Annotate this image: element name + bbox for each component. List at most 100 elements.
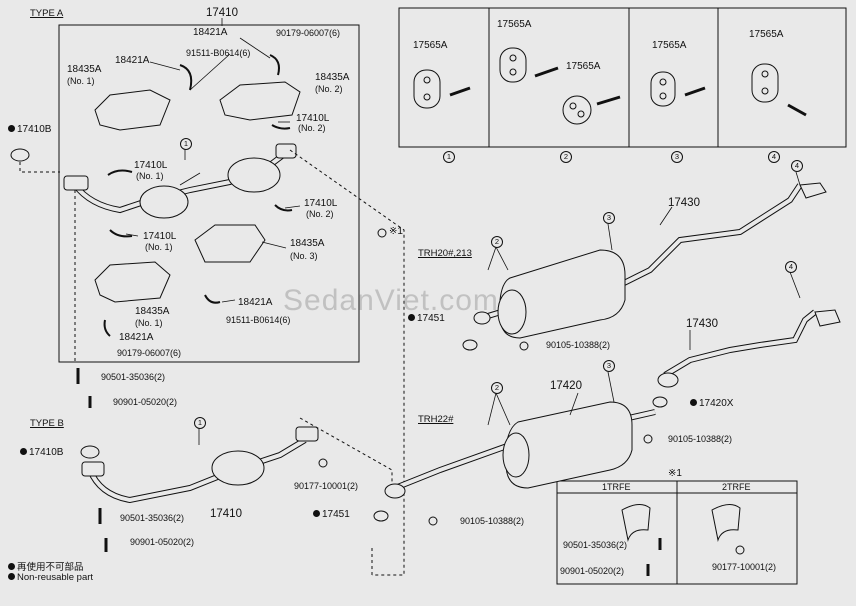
part-91511-b0614: 91511-B0614(6)	[186, 48, 251, 58]
part-17410b-text: 17410B	[17, 124, 52, 135]
part-17410b: 17410B	[20, 447, 63, 458]
trh20-label: TRH20#,213	[418, 248, 472, 259]
part-17430: 17430	[686, 318, 718, 330]
non-reusable-dot-icon	[408, 314, 415, 321]
part-17410b: 17410B	[8, 124, 51, 135]
hanger-rubber-1	[413, 69, 471, 109]
part-17410l-no1-sub: (No. 1)	[136, 171, 164, 181]
callout-2: 2	[491, 236, 503, 248]
trfe-2-label: 2TRFE	[722, 482, 751, 492]
part-17420: 17420	[550, 380, 582, 392]
non-reusable-dot-icon	[8, 573, 15, 580]
part-90501-35036: 90501-35036(2)	[563, 540, 628, 550]
hanger-rubber-2a	[499, 47, 559, 83]
hanger-grid-frame	[398, 7, 847, 148]
callout-3: 3	[603, 360, 615, 372]
part-17451-text: 17451	[322, 509, 350, 520]
part-18435a-no1-sub: (No. 1)	[135, 318, 163, 328]
part-17410l-no1-sub: (No. 1)	[145, 242, 173, 252]
main-muffler-trh20	[499, 249, 626, 339]
callout-3: 3	[603, 212, 615, 224]
part-18435a-no1-sub: (No. 1)	[67, 76, 95, 86]
part-17451-text: 17451	[417, 313, 445, 324]
part-17420x: 17420X	[690, 398, 733, 409]
non-reusable-dot-icon	[8, 563, 15, 570]
catalytic-converter-type-b	[211, 450, 265, 486]
heat-shield-no2-top	[219, 81, 301, 121]
note-x1: ※1	[668, 468, 682, 479]
callout-2: 2	[491, 382, 503, 394]
non-reusable-dot-icon	[20, 448, 27, 455]
part-17410l-no1: 17410L	[143, 231, 177, 242]
part-90105-10388: 90105-10388(2)	[668, 434, 733, 444]
part-17451: 17451	[313, 509, 350, 520]
part-17410-type-a: 17410	[206, 7, 238, 19]
callout-4: 4	[768, 151, 780, 163]
part-17451: 17451	[408, 313, 445, 324]
note-x1: ※1	[389, 226, 403, 237]
catalytic-converter-1	[139, 185, 189, 219]
part-18435a-no3-sub: (No. 3)	[290, 251, 318, 261]
part-18435a-no3: 18435A	[290, 238, 325, 249]
part-18435a-no1: 18435A	[67, 64, 102, 75]
part-18421a: 18421A	[119, 332, 154, 343]
part-17420x-text: 17420X	[699, 398, 734, 409]
legend-jp: 再使用不可部品	[8, 559, 84, 573]
trh22-label: TRH22#	[418, 414, 454, 425]
part-91511-b0614: 91511-B0614(6)	[226, 315, 291, 325]
part-18435a-no1: 18435A	[135, 306, 170, 317]
part-17565a: 17565A	[652, 40, 687, 51]
non-reusable-dot-icon	[313, 510, 320, 517]
part-90501-35036: 90501-35036(2)	[120, 513, 185, 523]
part-90179-06007: 90179-06007(6)	[276, 28, 341, 38]
part-18421a: 18421A	[193, 27, 228, 38]
part-90901-05020: 90901-05020(2)	[113, 397, 178, 407]
part-90901-05020: 90901-05020(2)	[560, 566, 625, 576]
part-90901-05020: 90901-05020(2)	[130, 537, 195, 547]
part-17565a: 17565A	[749, 29, 784, 40]
callout-4: 4	[791, 160, 803, 172]
heat-shield-no1-bottom	[94, 261, 171, 303]
type-b-label: TYPE B	[30, 418, 64, 429]
part-17410l-no2-sub: (No. 2)	[306, 209, 334, 219]
part-17410l-no2: 17410L	[296, 113, 330, 124]
hanger-rubber-4	[751, 63, 807, 117]
watermark: SedanViet.com	[283, 284, 499, 317]
heat-shield-no1-top	[94, 89, 171, 131]
hanger-rubber-3	[650, 71, 706, 107]
legend-en: Non-reusable part	[8, 572, 93, 583]
part-17565a: 17565A	[566, 61, 601, 72]
part-17410b-text: 17410B	[29, 447, 64, 458]
part-90177-10001: 90177-10001(2)	[294, 481, 359, 491]
part-18435a-no2: 18435A	[315, 72, 350, 83]
part-90177-10001: 90177-10001(2)	[712, 562, 777, 572]
part-90501-35036: 90501-35036(2)	[101, 372, 166, 382]
legend-jp-text: 再使用不可部品	[17, 562, 84, 573]
part-18421a: 18421A	[238, 297, 273, 308]
part-17430: 17430	[668, 197, 700, 209]
type-a-label: TYPE A	[30, 8, 64, 19]
part-90105-10388: 90105-10388(2)	[460, 516, 525, 526]
callout-1: 1	[443, 151, 455, 163]
callout-4: 4	[785, 261, 797, 273]
callout-2: 2	[560, 151, 572, 163]
non-reusable-dot-icon	[690, 399, 697, 406]
non-reusable-dot-icon	[8, 125, 15, 132]
part-90179-06007: 90179-06007(6)	[117, 348, 182, 358]
callout-1: 1	[194, 417, 206, 429]
heat-shield-no3	[194, 224, 266, 263]
part-17410l-no2: 17410L	[304, 198, 338, 209]
callout-1: 1	[180, 138, 192, 150]
hanger-rubber-2b	[562, 95, 621, 125]
part-90105-10388: 90105-10388(2)	[546, 340, 611, 350]
catalytic-converter-2	[227, 157, 281, 193]
part-18421a: 18421A	[115, 55, 150, 66]
part-18435a-no2-sub: (No. 2)	[315, 84, 343, 94]
part-17565a: 17565A	[413, 40, 448, 51]
part-17565a: 17565A	[497, 19, 532, 30]
part-17410l-no2-sub: (No. 2)	[298, 123, 326, 133]
callout-3: 3	[671, 151, 683, 163]
part-17410-type-b: 17410	[210, 508, 242, 520]
